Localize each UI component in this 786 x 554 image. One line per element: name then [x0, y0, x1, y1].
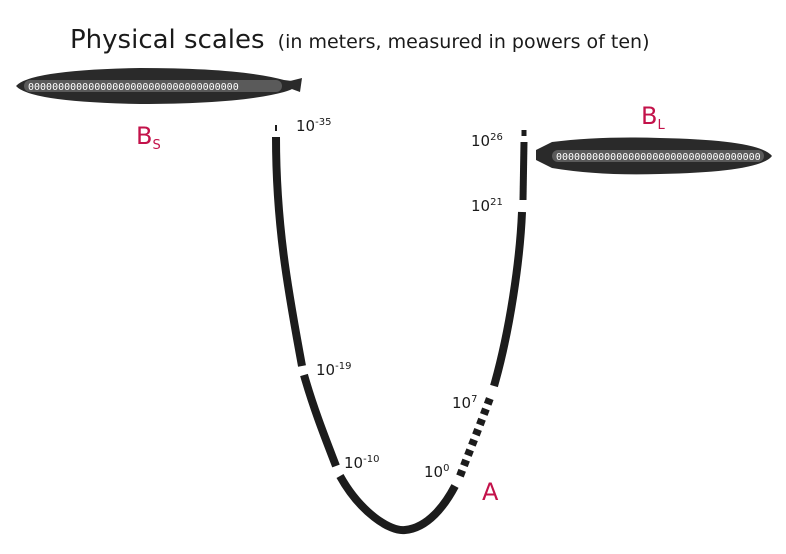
point-label-bl: BL	[641, 102, 665, 133]
diagram-title: Physical scales (in meters, measured in …	[70, 25, 650, 55]
left-fish-icon: 00000000000000000000000000000000000	[16, 68, 302, 104]
label-1e7: 107	[452, 394, 477, 412]
label-1e-35: 10-35	[296, 117, 331, 135]
label-1e-19: 10-19	[316, 361, 351, 379]
title-sub: (in meters, measured in powers of ten)	[278, 31, 650, 53]
scale-curve	[272, 125, 528, 535]
left-fish-chain: 00000000000000000000000000000000000	[28, 82, 239, 93]
label-1e26: 1026	[471, 132, 503, 150]
point-label-bs: BS	[136, 122, 161, 153]
right-fish-icon: 0000000000000000000000000000000000	[536, 137, 772, 175]
curve-labels: 10-35 10-19 10-10 100 107 1021 1026	[296, 117, 503, 481]
title-main: Physical scales	[70, 25, 265, 55]
label-1e21: 1021	[471, 197, 503, 215]
point-label-a: A	[482, 478, 499, 506]
label-1e-10: 10-10	[344, 454, 379, 472]
label-1e0: 100	[424, 463, 449, 481]
right-fish-chain: 0000000000000000000000000000000000	[556, 152, 761, 163]
